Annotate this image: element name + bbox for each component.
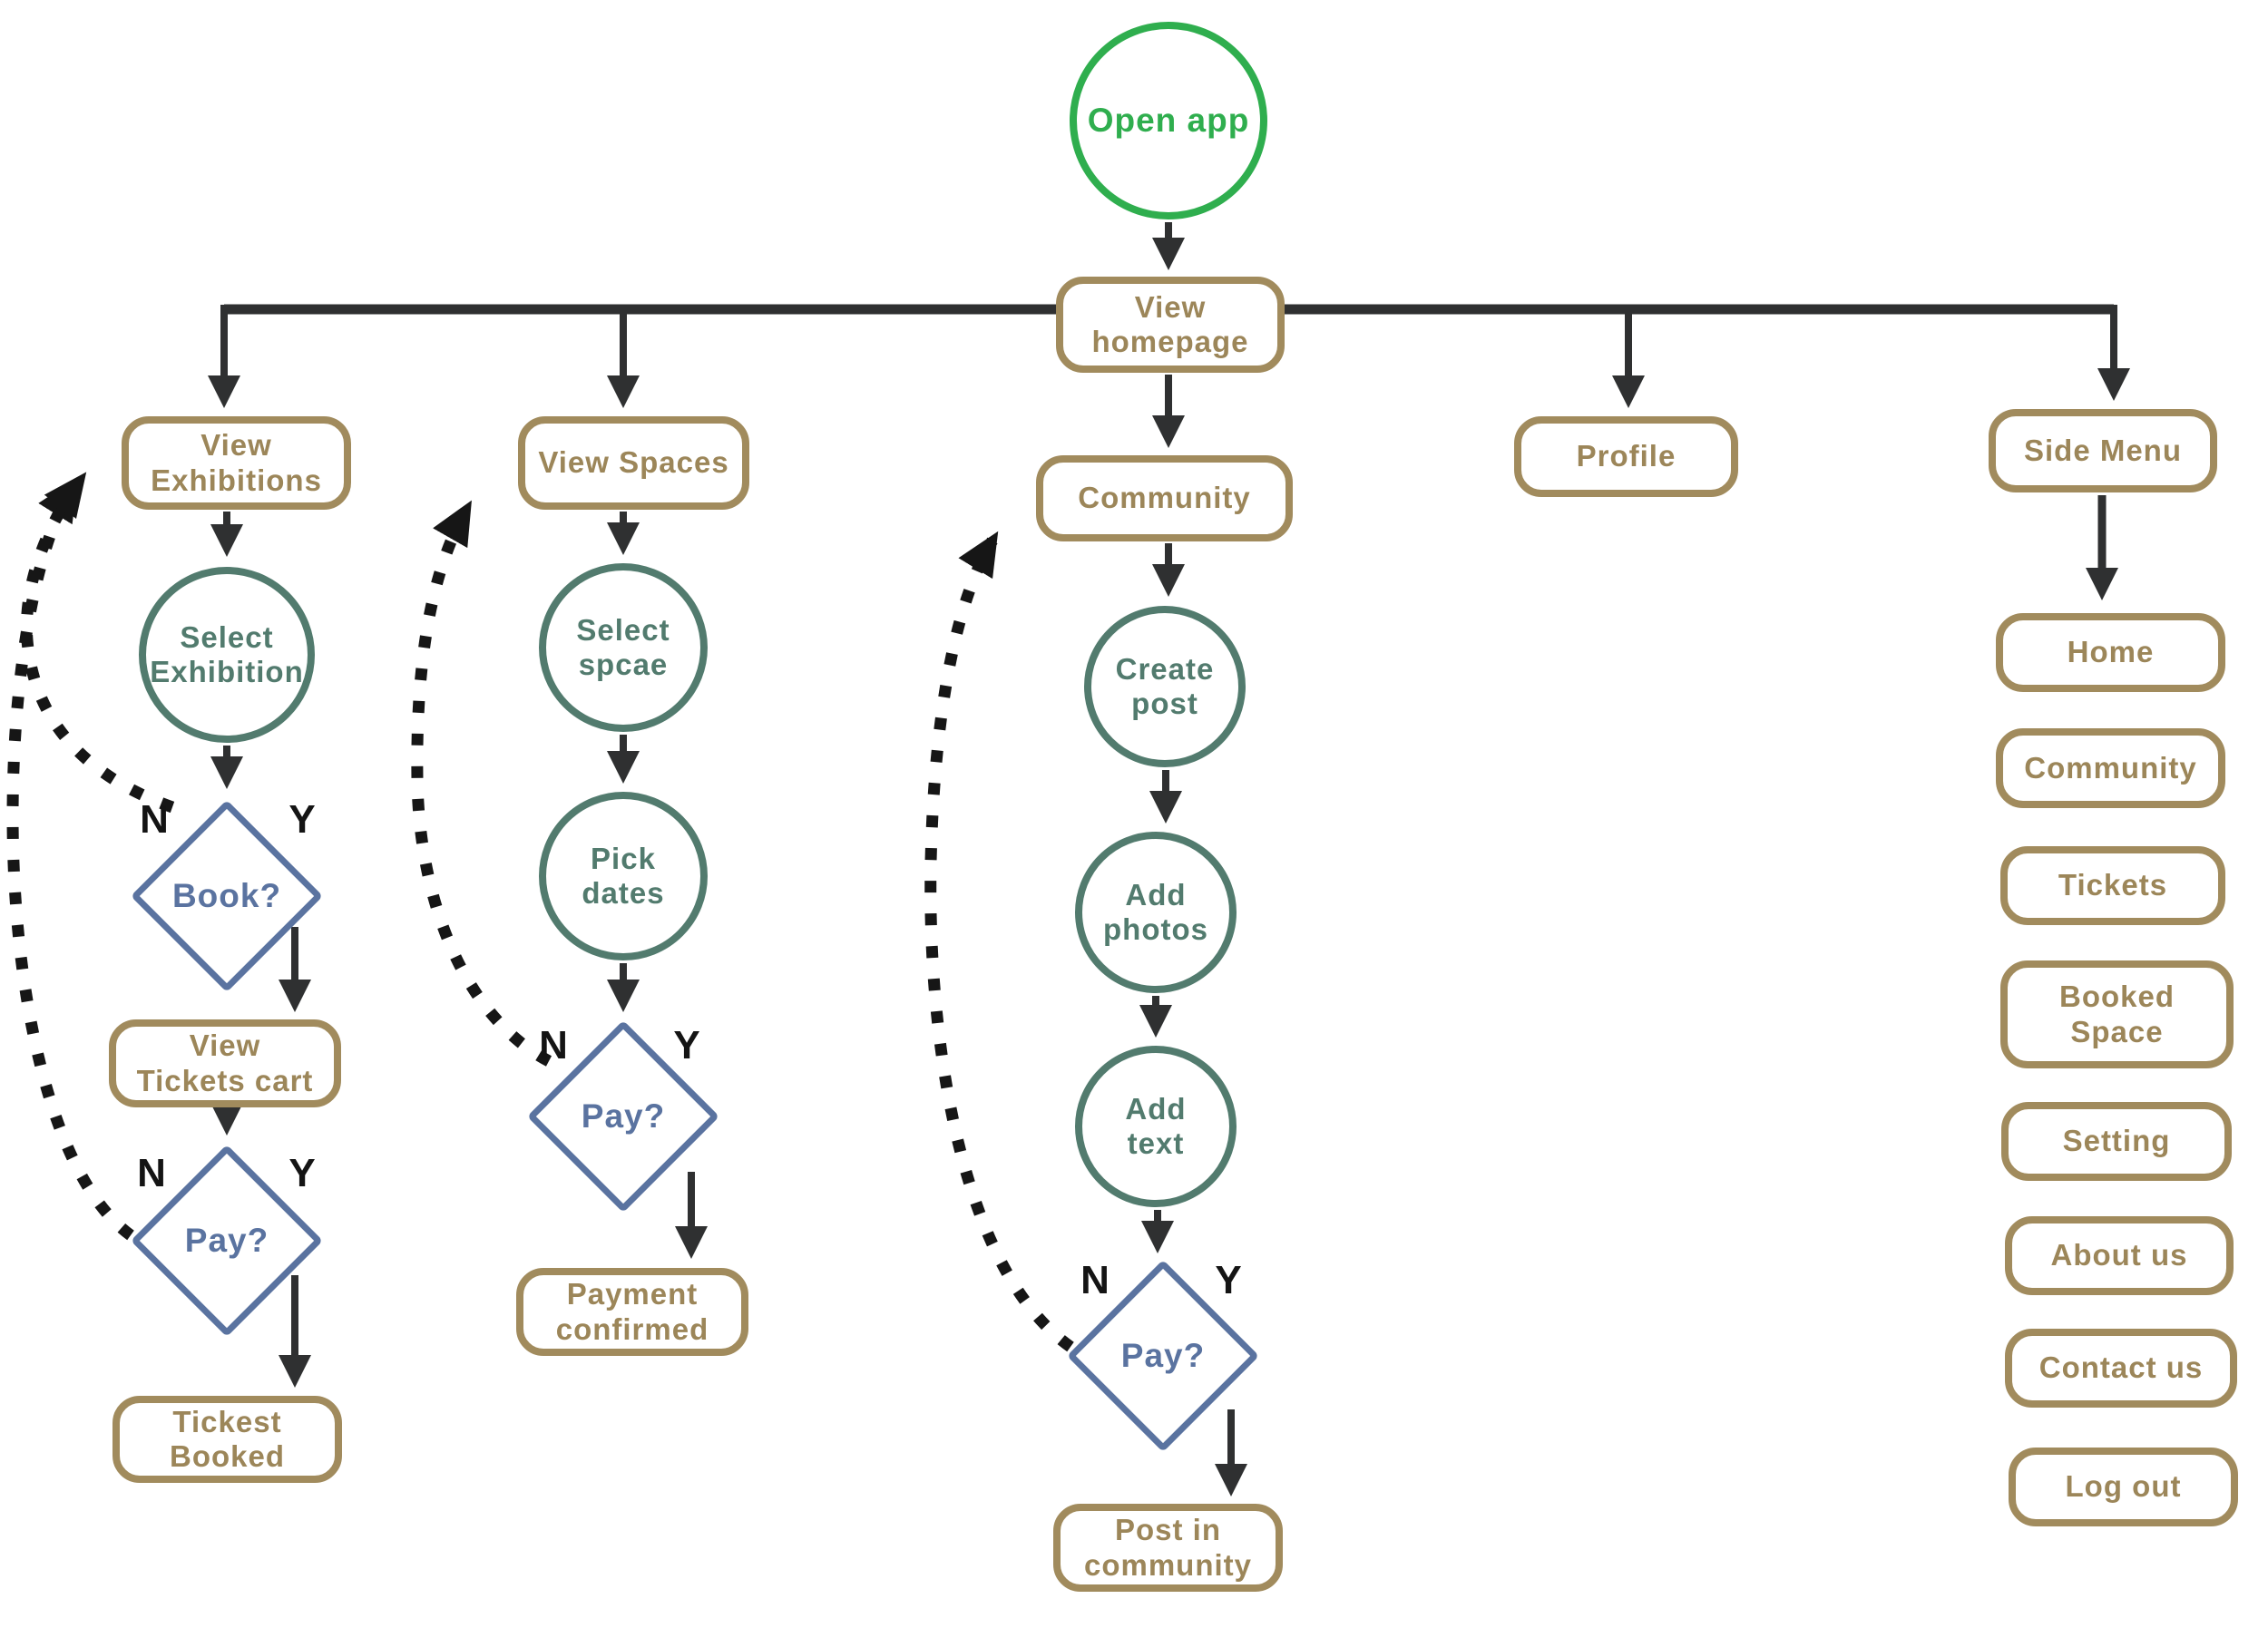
node-menu-contact-us-label: Contact us	[2038, 1350, 2204, 1385]
node-post-in-community: Post in community	[1053, 1504, 1283, 1592]
node-add-photos-label: Add photos	[1103, 877, 1208, 946]
community-pay-yes-label: Y	[1215, 1258, 1242, 1302]
node-menu-about-us: About us	[2005, 1216, 2234, 1295]
node-menu-log-out: Log out	[2009, 1448, 2238, 1526]
spaces-pay-yes-label: Y	[673, 1023, 700, 1067]
node-community-pay-label: Pay?	[1120, 1336, 1206, 1374]
exhibitions-pay-no-label: N	[137, 1151, 166, 1195]
node-select-space: Select spcae	[539, 563, 708, 732]
node-community: Community	[1036, 455, 1293, 541]
node-add-text-label: Add text	[1125, 1091, 1187, 1160]
node-community-pay-decision: Pay?	[1066, 1259, 1260, 1453]
node-view-homepage: View homepage	[1056, 277, 1285, 373]
node-menu-home-label: Home	[2067, 635, 2155, 669]
node-add-text: Add text	[1075, 1046, 1237, 1207]
node-menu-booked-space-label: Booked Space	[2058, 980, 2175, 1048]
exhibitions-pay-yes-label: Y	[288, 1151, 316, 1195]
node-pick-dates-label: Pick dates	[582, 841, 665, 910]
node-payment-confirmed-label: Payment confirmed	[555, 1277, 709, 1346]
node-menu-community-label: Community	[2024, 750, 2197, 785]
node-view-tickets-cart-label: View Tickets cart	[136, 1028, 314, 1097]
node-menu-about-us-label: About us	[2050, 1238, 2188, 1272]
spaces-pay-no-label: N	[539, 1023, 568, 1067]
node-menu-log-out-label: Log out	[2065, 1469, 2182, 1504]
node-view-tickets-cart: View Tickets cart	[109, 1019, 341, 1107]
node-view-exhibitions-label: View Exhibitions	[151, 428, 322, 497]
node-tickets-booked-label: Tickest Booked	[169, 1404, 285, 1473]
node-profile-label: Profile	[1576, 439, 1677, 473]
node-select-exhibition: Select Exhibition	[139, 567, 315, 743]
node-open-app: Open app	[1070, 22, 1267, 219]
node-view-spaces-label: View Spaces	[538, 445, 729, 480]
node-side-menu: Side Menu	[1989, 409, 2217, 492]
node-pick-dates: Pick dates	[539, 792, 708, 960]
book-no-label: N	[140, 797, 169, 842]
node-spaces-pay-label: Pay?	[581, 1097, 666, 1135]
book-yes-label: Y	[288, 797, 316, 842]
node-book-decision-label: Book?	[171, 876, 282, 914]
node-menu-community: Community	[1996, 728, 2225, 808]
dotted-loop-book-no-to-exhibitions	[20, 472, 175, 814]
node-view-exhibitions: View Exhibitions	[122, 416, 351, 510]
node-exhibitions-pay-decision: Pay?	[130, 1144, 324, 1338]
node-menu-setting-label: Setting	[2062, 1124, 2171, 1158]
node-select-space-label: Select spcae	[576, 612, 670, 681]
node-community-label: Community	[1078, 481, 1251, 515]
node-create-post-label: Create post	[1115, 651, 1215, 720]
node-menu-tickets: Tickets	[2000, 846, 2225, 925]
node-select-exhibition-label: Select Exhibition	[150, 619, 304, 688]
node-profile: Profile	[1514, 416, 1738, 497]
node-tickets-booked: Tickest Booked	[112, 1396, 342, 1483]
node-side-menu-label: Side Menu	[2023, 433, 2183, 467]
node-open-app-label: Open app	[1087, 101, 1250, 139]
node-exhibitions-pay-label: Pay?	[184, 1221, 269, 1259]
node-menu-setting: Setting	[2001, 1102, 2232, 1181]
node-view-spaces: View Spaces	[518, 416, 749, 510]
node-spaces-pay-decision: Pay?	[526, 1019, 720, 1214]
node-add-photos: Add photos	[1075, 832, 1237, 993]
community-pay-no-label: N	[1080, 1258, 1110, 1302]
node-book-decision: Book?	[130, 799, 324, 993]
node-create-post: Create post	[1084, 606, 1246, 767]
node-menu-contact-us: Contact us	[2005, 1329, 2237, 1408]
node-menu-tickets-label: Tickets	[2058, 868, 2168, 902]
node-post-in-community-label: Post in community	[1083, 1513, 1253, 1582]
dotted-loop-pay-no-to-exhibitions	[6, 476, 134, 1241]
node-view-homepage-label: View homepage	[1091, 289, 1249, 358]
dotted-loop-pay-no-to-community	[924, 531, 1074, 1352]
node-payment-confirmed: Payment confirmed	[516, 1268, 748, 1356]
dotted-loop-pay-no-to-spaces	[411, 500, 552, 1067]
node-menu-booked-space: Booked Space	[2000, 960, 2234, 1068]
node-menu-home: Home	[1996, 613, 2225, 692]
